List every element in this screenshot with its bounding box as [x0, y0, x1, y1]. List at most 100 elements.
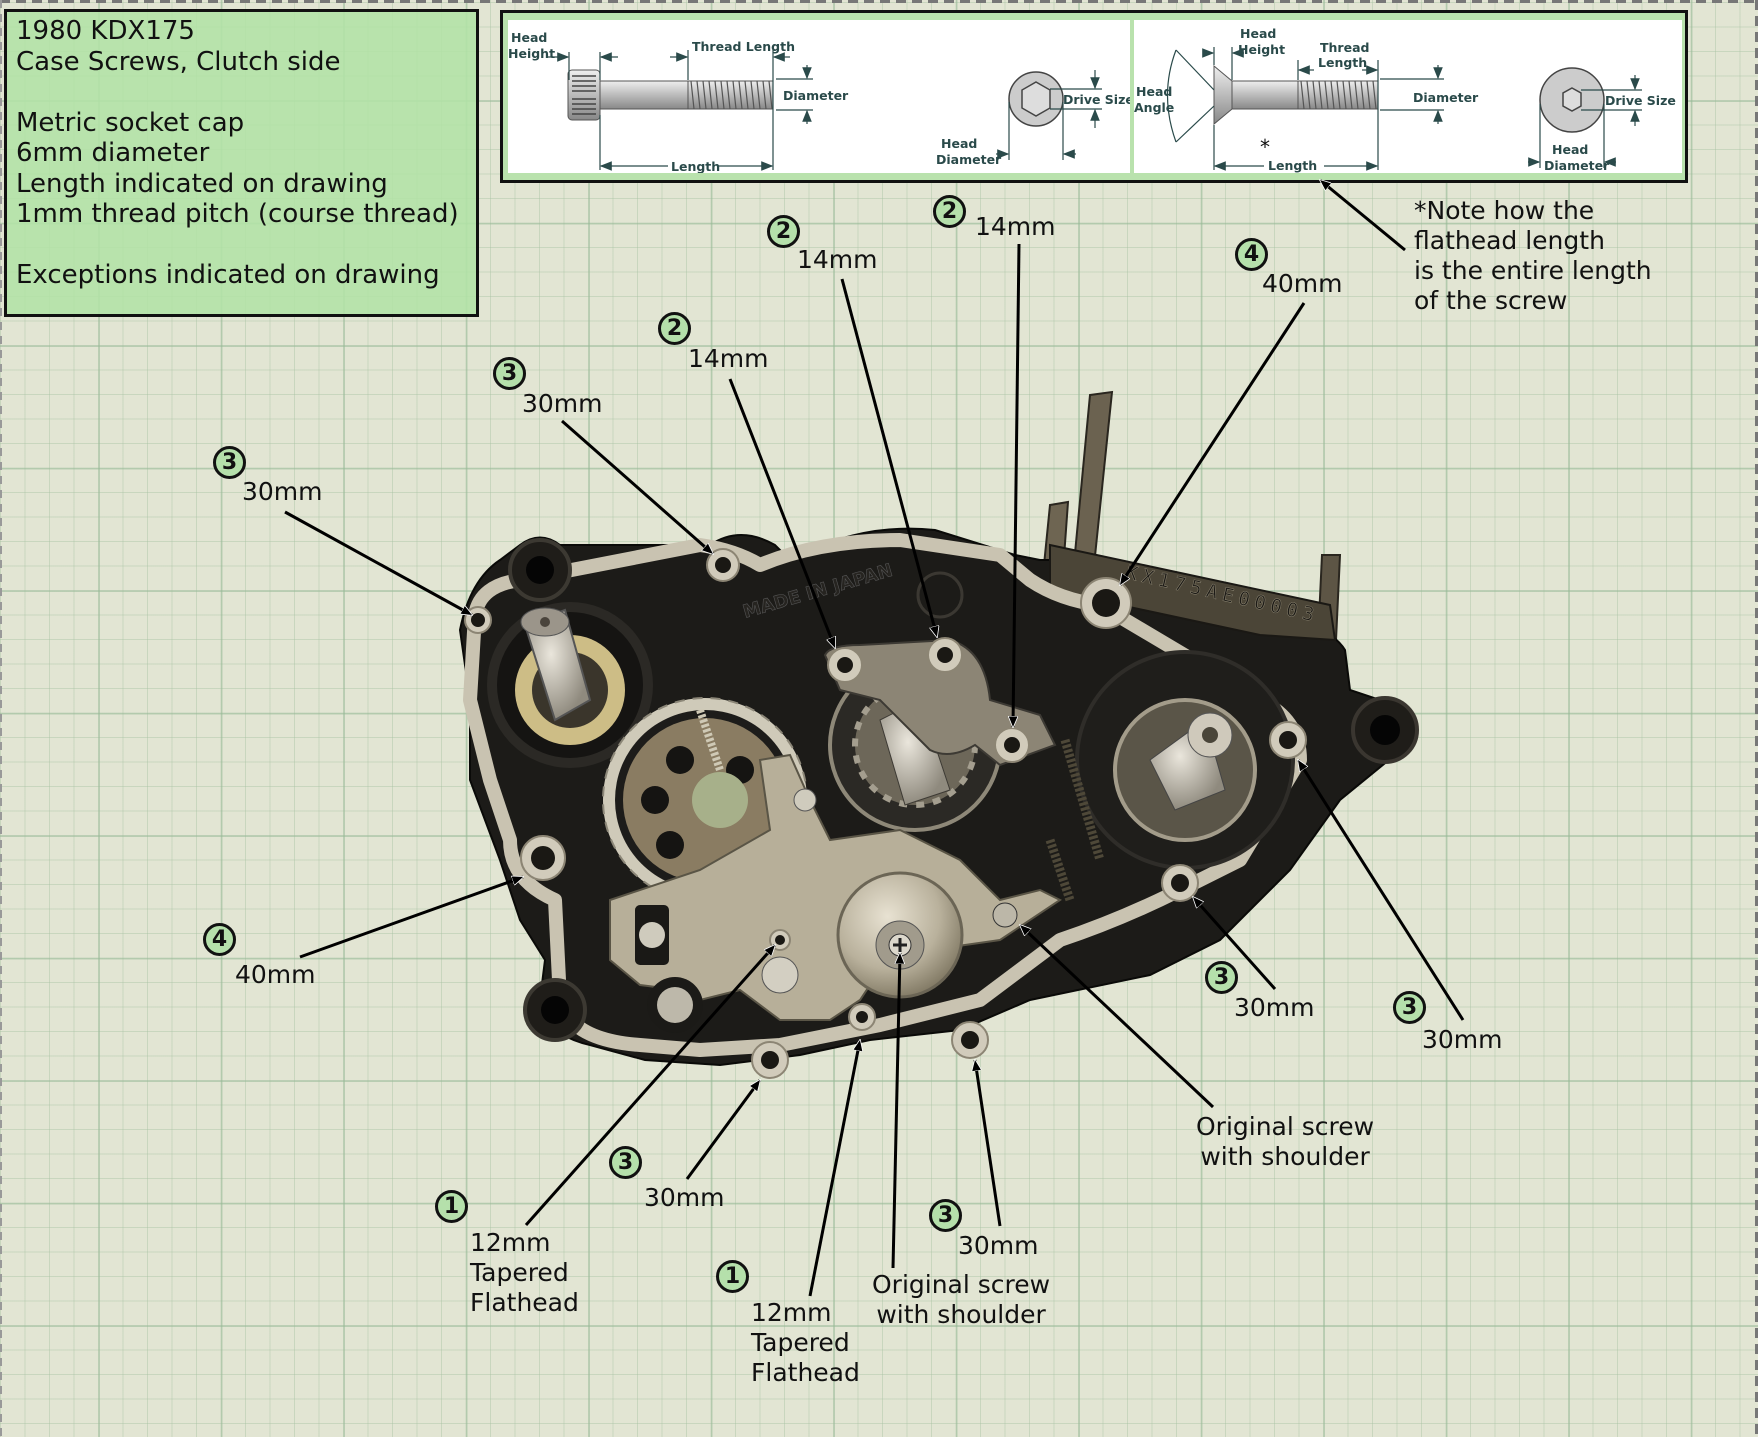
screw-spec-diagram: Head Height Thread Length Diameter Lengt… [500, 10, 1688, 183]
arrow-c13 [891, 953, 900, 1269]
note-line: flathead length [1414, 226, 1605, 255]
arrow-c6 [1118, 302, 1306, 585]
dim-head-height-2: Height [508, 46, 555, 61]
arrow-c12 [808, 1040, 860, 1297]
dim-head-angle-1: Head [1136, 84, 1172, 99]
callout-text: with shoulder [1200, 1142, 1370, 1171]
callout-text: 40mm [235, 960, 316, 989]
size-badge: 3 [1205, 961, 1238, 994]
size-badge: 2 [933, 195, 966, 228]
size-badge: 1 [716, 1260, 749, 1293]
callout-text: 30mm [644, 1183, 725, 1212]
callout-text: 14mm [797, 245, 878, 274]
note-line: is the entire length [1414, 256, 1652, 285]
frame-border-top [0, 0, 1758, 3]
size-badge: 3 [493, 357, 526, 390]
callout-text: 30mm [522, 389, 603, 418]
callout-label: 30mm [1422, 1025, 1503, 1055]
callout-text: Original screw [1196, 1112, 1375, 1141]
dim-fh-head-diameter-2: Diameter [1544, 158, 1610, 173]
dim-thread-length: Thread Length [692, 39, 795, 54]
callout-label: 14mm [797, 245, 878, 275]
dim-fh-head-height-2: Height [1238, 42, 1285, 57]
callout-text: with shoulder [876, 1300, 1046, 1329]
callout-label: 40mm [1262, 269, 1343, 299]
flathead-diagram: Head Angle Head Height Thread Length Dia… [1134, 20, 1682, 173]
size-badge: 2 [767, 215, 800, 248]
callout-label: 40mm [235, 960, 316, 990]
arrow-c4 [840, 278, 937, 637]
arrow-c11 [524, 945, 775, 1226]
callout-text: 14mm [688, 344, 769, 373]
callout-text: Original screw [872, 1270, 1051, 1299]
callout-text: Tapered [751, 1328, 850, 1357]
dim-fh-length: Length [1268, 158, 1317, 173]
callout-label: Original screw with shoulder [872, 1270, 1050, 1330]
info-exceptions: Exceptions indicated on drawing [16, 260, 440, 290]
flathead-end-view-icon [1539, 67, 1605, 133]
callout-label: 30mm [958, 1231, 1039, 1261]
callout-text: 30mm [958, 1231, 1039, 1260]
callout-label: 30mm [1234, 993, 1315, 1023]
dim-head-height-1: Head [511, 30, 547, 45]
dim-fh-head-diameter-1: Head [1552, 142, 1588, 157]
dim-head-diameter-1: Head [941, 136, 977, 151]
callout-label: 12mm Tapered Flathead [470, 1228, 579, 1318]
arrow-c10 [685, 1080, 760, 1180]
callout-label: 12mm Tapered Flathead [751, 1298, 860, 1388]
arrow-c9 [1296, 760, 1465, 1021]
arrow-c15 [1020, 925, 1215, 1109]
info-thread-pitch: 1mm thread pitch (course thread) [16, 199, 459, 229]
arrow-c14 [975, 1060, 1002, 1227]
info-length: Length indicated on drawing [16, 168, 388, 199]
info-box: 1980 KDX175 Case Screws, Clutch side Met… [4, 9, 479, 317]
frame-border-right [1755, 0, 1758, 1437]
dim-head-diameter-2: Diameter [936, 152, 1002, 167]
size-badge: 3 [929, 1199, 962, 1232]
size-badge: 3 [609, 1146, 642, 1179]
info-screw-type: Metric socket cap [16, 107, 245, 138]
size-badge: 3 [213, 446, 246, 479]
dim-fh-thread-length-2: Length [1318, 55, 1367, 70]
callout-text: 12mm [751, 1298, 832, 1327]
size-badge: 4 [1235, 238, 1268, 271]
callout-label: 14mm [688, 344, 769, 374]
callout-text: 14mm [975, 212, 1056, 241]
info-diameter: 6mm diameter [16, 138, 210, 168]
callout-label: 30mm [242, 477, 323, 507]
asterisk-marker: * [1260, 135, 1270, 159]
dim-length: Length [671, 159, 720, 173]
flathead-length-note: *Note how the flathead length is the ent… [1414, 196, 1652, 316]
size-badge: 3 [1393, 991, 1426, 1024]
callout-label: 30mm [644, 1183, 725, 1213]
dim-fh-thread-length-1: Thread [1320, 40, 1369, 55]
note-line: *Note how the [1414, 196, 1595, 225]
dim-fh-drive-size: Drive Size [1605, 93, 1676, 108]
callout-text: 30mm [1234, 993, 1315, 1022]
arrow-c3 [728, 378, 837, 648]
frame-border-left [0, 0, 2, 1437]
callout-label: 14mm [975, 212, 1056, 242]
dim-fh-head-height-1: Head [1240, 26, 1276, 41]
note-line: of the screw [1414, 286, 1568, 315]
arrow-c5 [1013, 243, 1021, 727]
dim-diameter: Diameter [783, 88, 849, 103]
callout-text: Tapered [470, 1258, 569, 1287]
size-badge: 1 [435, 1190, 468, 1223]
callout-text: 12mm [470, 1228, 551, 1257]
dim-drive-size: Drive Size [1063, 92, 1130, 107]
size-badge: 2 [658, 312, 691, 345]
dim-fh-diameter: Diameter [1413, 90, 1479, 105]
callout-label: 30mm [522, 389, 603, 419]
size-badge: 4 [203, 923, 236, 956]
socket-cap-screw-icon [567, 69, 774, 121]
socket-head-end-view-icon [1008, 71, 1064, 127]
arrow-c1 [284, 510, 472, 617]
info-title: 1980 KDX175 [16, 16, 195, 46]
socket-cap-diagram: Head Height Thread Length Diameter Lengt… [508, 20, 1130, 173]
callout-label: Original screw with shoulder [1196, 1112, 1374, 1172]
info-subtitle: Case Screws, Clutch side [16, 46, 341, 77]
callout-text: 40mm [1262, 269, 1343, 298]
